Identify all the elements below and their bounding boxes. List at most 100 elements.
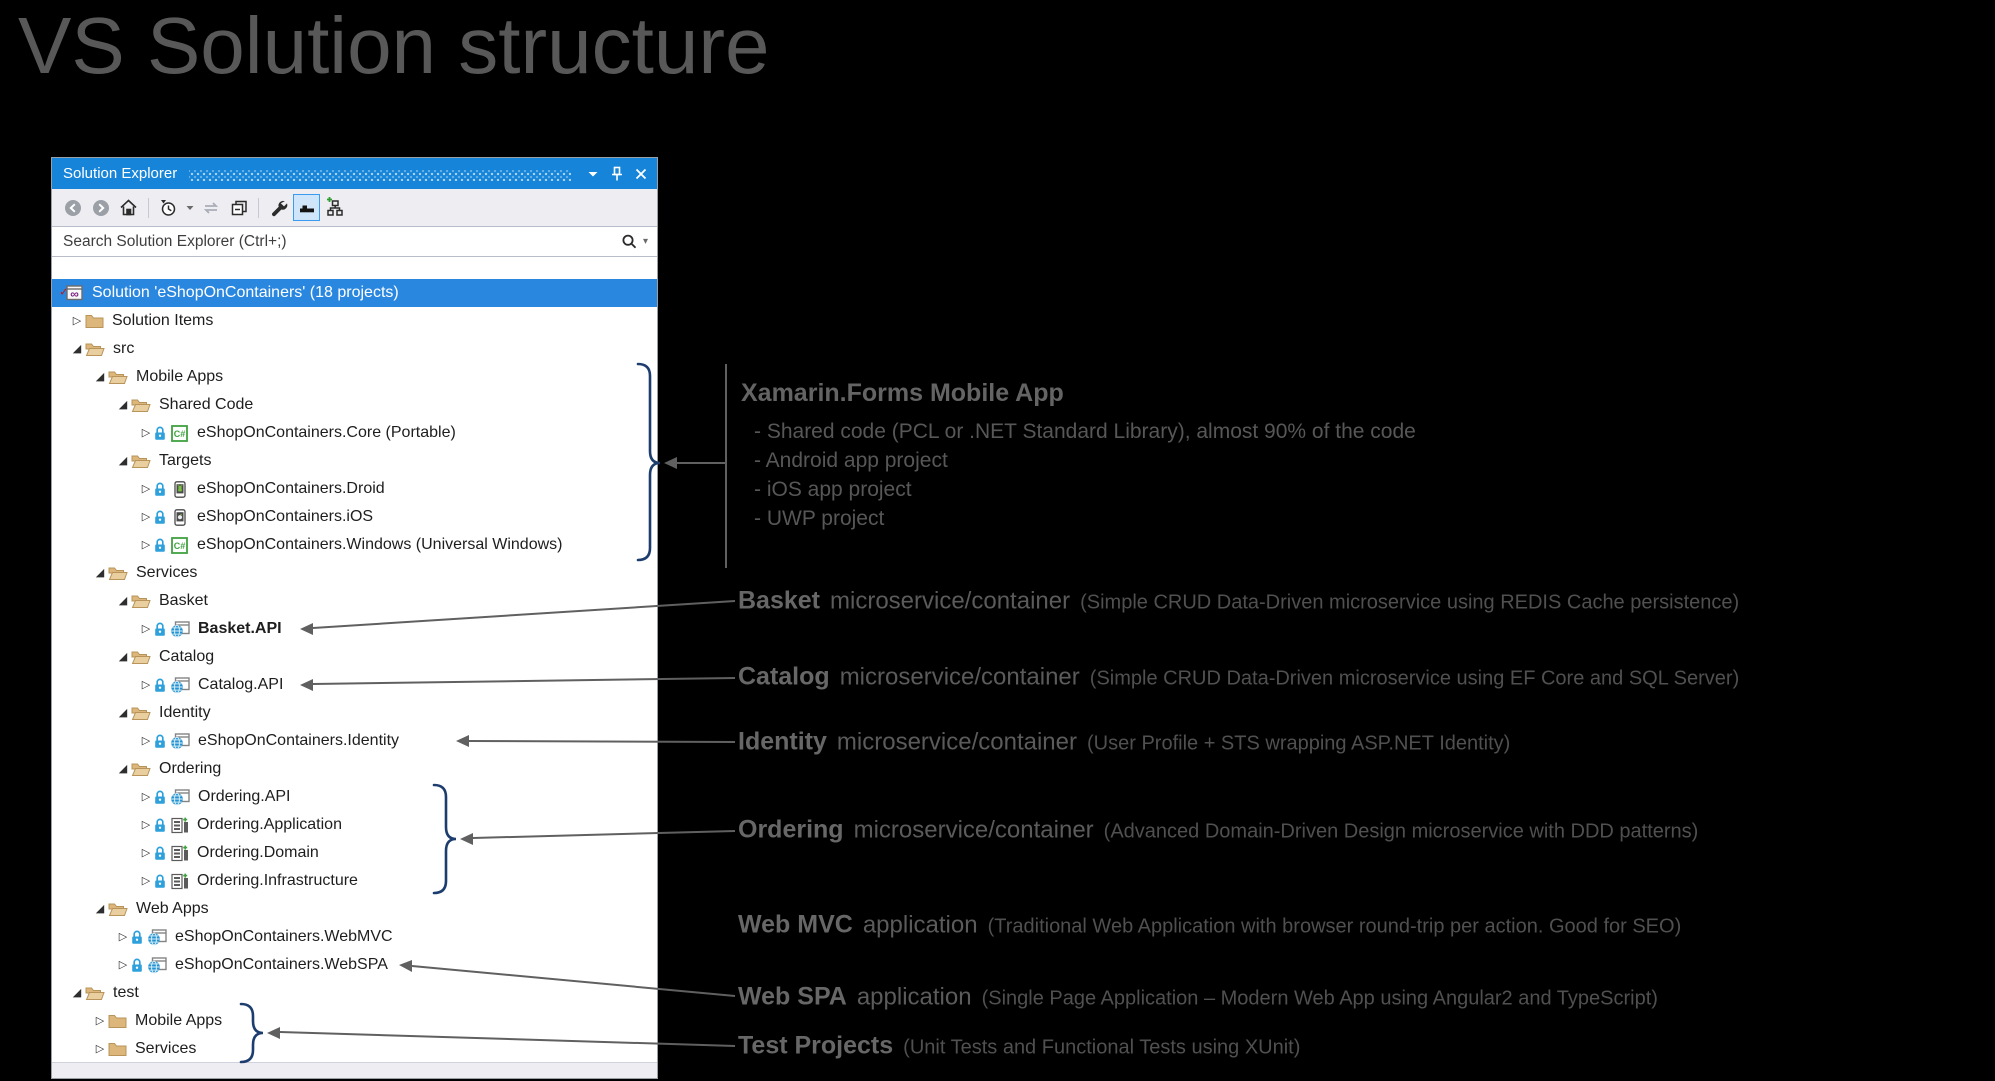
expander-expanded-icon[interactable]: ◢ bbox=[118, 706, 128, 719]
tree-item[interactable]: ▷eShopOnContainers.Identity bbox=[52, 727, 657, 755]
panel-titlebar[interactable]: Solution Explorer bbox=[52, 158, 657, 189]
filter-dropdown-icon[interactable] bbox=[183, 194, 196, 221]
search-input[interactable] bbox=[61, 231, 620, 252]
tree-item[interactable]: ◢Web Apps bbox=[52, 895, 657, 923]
sync-with-active-document-icon[interactable] bbox=[321, 194, 348, 221]
expander-collapsed-icon[interactable]: ▷ bbox=[95, 1042, 105, 1055]
tree-item[interactable]: ▷Basket.API bbox=[52, 615, 657, 643]
tree-item[interactable]: ▷C#eShopOnContainers.Windows (Universal … bbox=[52, 531, 657, 559]
expander-collapsed-icon[interactable]: ▷ bbox=[118, 958, 128, 971]
search-options-dropdown-icon[interactable]: ▾ bbox=[642, 236, 648, 247]
tree-item[interactable]: ▷C#eShopOnContainers.Core (Portable) bbox=[52, 419, 657, 447]
xamarin-bullet: - Shared code (PCL or .NET Standard Libr… bbox=[754, 420, 1416, 443]
folder-open-icon bbox=[131, 705, 151, 721]
tree-item[interactable]: ◢Mobile Apps bbox=[52, 363, 657, 391]
show-all-files-icon[interactable] bbox=[293, 194, 320, 221]
tree-item[interactable]: ◢ Targets bbox=[52, 447, 657, 475]
expander-collapsed-icon[interactable]: ▷ bbox=[141, 538, 151, 551]
library-icon bbox=[170, 817, 189, 834]
expander-expanded-icon[interactable]: ◢ bbox=[118, 650, 128, 663]
tree-item[interactable]: ◢ Ordering bbox=[52, 755, 657, 783]
expander-expanded-icon[interactable]: ◢ bbox=[72, 986, 82, 999]
tree-item[interactable]: ▷eShopOnContainers.Droid bbox=[52, 475, 657, 503]
expander-collapsed-icon[interactable]: ▷ bbox=[118, 930, 128, 943]
lock-icon bbox=[154, 818, 166, 833]
tree-item[interactable]: ◢src bbox=[52, 335, 657, 363]
tree-item-label: Targets bbox=[159, 452, 212, 469]
tree-item[interactable]: ▷ eShopOnContainers.WebMVC bbox=[52, 923, 657, 951]
annotation-small: (Unit Tests and Functional Tests using X… bbox=[903, 1036, 1301, 1059]
tree-item[interactable]: ◢Shared Code bbox=[52, 391, 657, 419]
window-position-menu-icon[interactable] bbox=[581, 162, 605, 186]
tree-item[interactable]: ◢test bbox=[52, 979, 657, 1007]
search-icon[interactable] bbox=[620, 233, 638, 251]
collapse-all-icon[interactable] bbox=[225, 194, 252, 221]
tree-item[interactable]: ◢Catalog bbox=[52, 643, 657, 671]
tree-item[interactable]: ▷Services bbox=[52, 1035, 657, 1062]
expander-collapsed-icon[interactable]: ▷ bbox=[141, 734, 151, 747]
expander-collapsed-icon[interactable]: ▷ bbox=[141, 426, 151, 439]
expander-expanded-icon[interactable]: ◢ bbox=[118, 762, 128, 775]
expander-expanded-icon[interactable]: ◢ bbox=[72, 342, 82, 355]
expander-expanded-icon[interactable]: ◢ bbox=[95, 902, 105, 915]
pending-changes-filter-icon[interactable] bbox=[155, 194, 182, 221]
forward-icon[interactable] bbox=[87, 194, 114, 221]
back-icon[interactable] bbox=[59, 194, 86, 221]
expander-collapsed-icon[interactable]: ▷ bbox=[141, 482, 151, 495]
expander-expanded-icon[interactable]: ◢ bbox=[118, 454, 128, 467]
tree-item[interactable]: ◢ Services bbox=[52, 559, 657, 587]
expander-expanded-icon[interactable]: ◢ bbox=[118, 398, 128, 411]
tree-item[interactable]: ▷Mobile Apps bbox=[52, 1007, 657, 1035]
expander-collapsed-icon[interactable]: ▷ bbox=[141, 622, 151, 635]
expander-collapsed-icon[interactable]: ▷ bbox=[72, 314, 82, 327]
pin-icon[interactable] bbox=[605, 162, 629, 186]
annotation-xamarin-bullets: - Shared code (PCL or .NET Standard Libr… bbox=[741, 417, 1416, 533]
expander-collapsed-icon[interactable]: ▷ bbox=[141, 790, 151, 803]
tree-item[interactable]: ▷Ordering.Application bbox=[52, 811, 657, 839]
tree-item-label: eShopOnContainers.WebMVC bbox=[175, 928, 393, 945]
tree-item[interactable]: ▷ Ordering.Infrastructure bbox=[52, 867, 657, 895]
annotation-bold: Ordering bbox=[738, 815, 844, 844]
tree-item[interactable]: ▷ Ordering.API bbox=[52, 783, 657, 811]
expander-expanded-icon[interactable]: ◢ bbox=[118, 594, 128, 607]
tree-item[interactable]: ▷eShopOnContainers.iOS bbox=[52, 503, 657, 531]
expander-expanded-icon[interactable]: ◢ bbox=[95, 566, 105, 579]
folder-closed-icon bbox=[85, 313, 104, 329]
tree-item[interactable]: ∞✓Solution 'eShopOnContainers' (18 proje… bbox=[52, 279, 657, 307]
expander-collapsed-icon[interactable]: ▷ bbox=[141, 818, 151, 831]
close-icon[interactable] bbox=[629, 162, 653, 186]
expander-expanded-icon[interactable]: ◢ bbox=[95, 370, 105, 383]
folder-open-icon bbox=[131, 453, 151, 469]
annotation-test: Test Projects(Unit Tests and Functional … bbox=[738, 1032, 1300, 1061]
annotation-mid: application bbox=[856, 983, 972, 1011]
tree-item-label: Ordering bbox=[159, 760, 222, 777]
properties-wrench-icon[interactable] bbox=[265, 194, 292, 221]
annotation-xamarin: Xamarin.Forms Mobile App - Shared code (… bbox=[741, 379, 1416, 533]
annotation-bold: Catalog bbox=[738, 662, 830, 691]
expander-collapsed-icon[interactable]: ▷ bbox=[95, 1014, 105, 1027]
sync-icon[interactable] bbox=[197, 194, 224, 221]
toolbar-separator bbox=[258, 197, 259, 218]
tree-item[interactable]: ▷Ordering.Domain bbox=[52, 839, 657, 867]
tree-item[interactable]: ◢Identity bbox=[52, 699, 657, 727]
web-icon bbox=[170, 620, 190, 638]
tree-item-label: Ordering.API bbox=[198, 788, 291, 805]
xamarin-bullet: - Android app project bbox=[754, 449, 948, 472]
tree-item[interactable]: ▷Catalog.API bbox=[52, 671, 657, 699]
tree-item[interactable]: ▷Solution Items bbox=[52, 307, 657, 335]
tree-item-label: eShopOnContainers.Core (Portable) bbox=[197, 424, 456, 441]
panel-toolbar bbox=[52, 189, 657, 226]
drag-grip[interactable] bbox=[189, 169, 571, 181]
expander-collapsed-icon[interactable]: ▷ bbox=[141, 874, 151, 887]
home-icon[interactable] bbox=[115, 194, 142, 221]
expander-collapsed-icon[interactable]: ▷ bbox=[141, 510, 151, 523]
lock-icon bbox=[154, 678, 166, 693]
svg-text:C#: C# bbox=[174, 541, 186, 551]
folder-open-icon bbox=[131, 593, 151, 609]
expander-collapsed-icon[interactable]: ▷ bbox=[141, 678, 151, 691]
tree-item-label: Ordering.Infrastructure bbox=[197, 872, 358, 889]
tree-item[interactable]: ▷eShopOnContainers.WebSPA bbox=[52, 951, 657, 979]
tree-item-label: Services bbox=[136, 564, 198, 581]
expander-collapsed-icon[interactable]: ▷ bbox=[141, 846, 151, 859]
tree-item[interactable]: ◢Basket bbox=[52, 587, 657, 615]
